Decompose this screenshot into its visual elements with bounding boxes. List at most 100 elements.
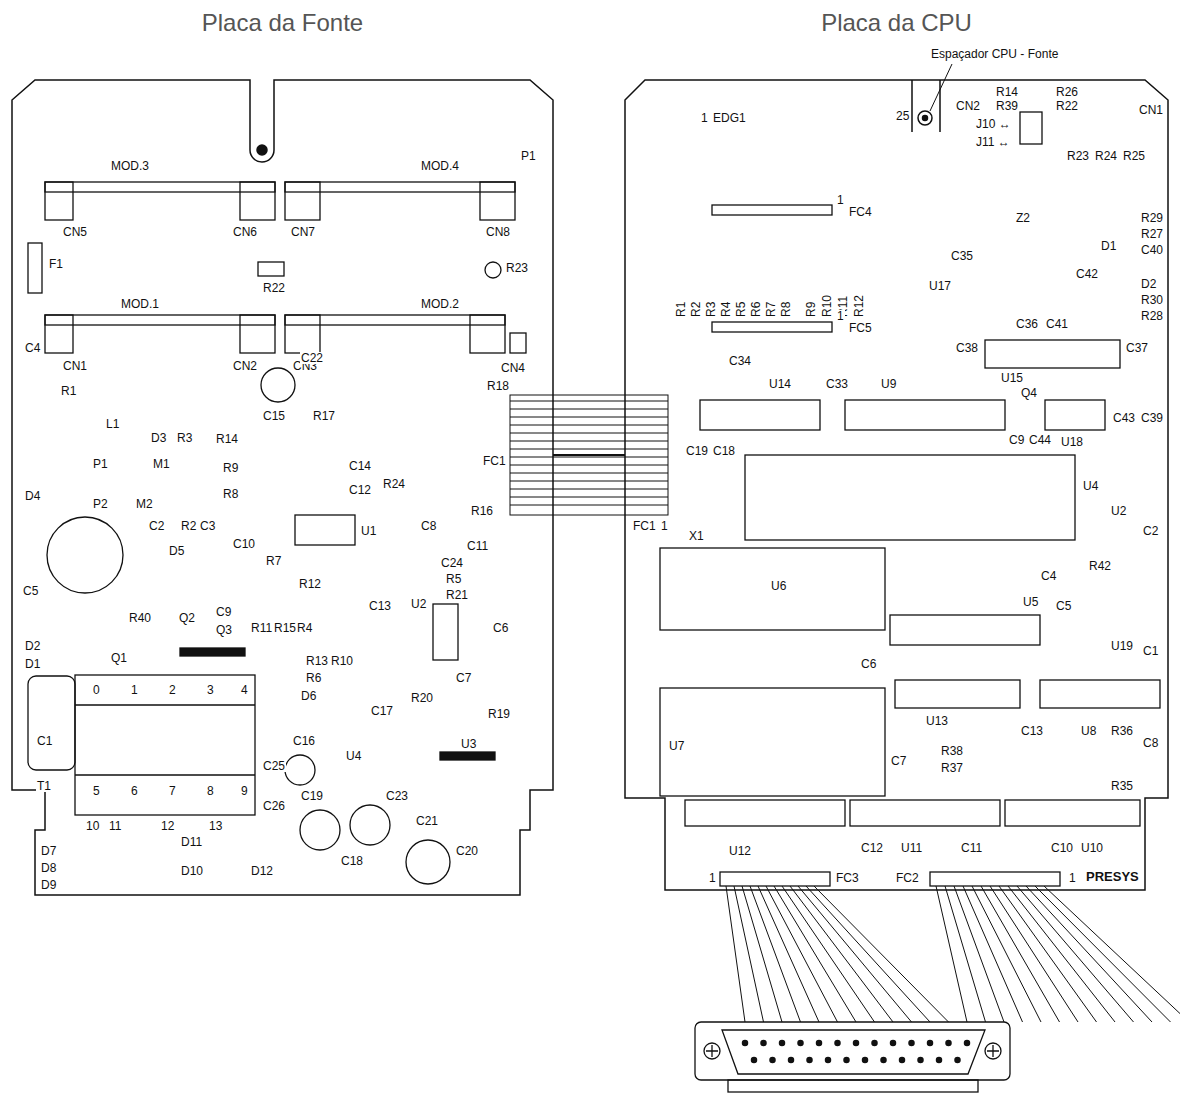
component-label: U11 [900, 842, 923, 854]
component-label: U15 [1000, 372, 1024, 384]
board-outline [12, 80, 1168, 895]
power-components [300, 810, 340, 850]
component-label: R2 [180, 520, 197, 532]
component-label: C3 [199, 520, 216, 532]
component-label: 1 [130, 684, 139, 696]
power-components [75, 705, 255, 775]
component-label: R22 [1055, 100, 1079, 112]
component-label: R9 [222, 462, 239, 474]
db25-connector [964, 1040, 969, 1045]
component-label: C39 [1140, 412, 1164, 424]
component-label: D12 [250, 865, 274, 877]
component-label: C21 [415, 815, 439, 827]
ribbon-cable [510, 457, 668, 458]
component-label: U4 [1082, 480, 1099, 492]
component-label: C19 [685, 445, 709, 457]
component-label: C2 [1142, 525, 1159, 537]
component-label: C43 [1112, 412, 1136, 424]
ribbon-cable [510, 401, 668, 402]
db25-connector [890, 1040, 895, 1045]
component-label: C36 [1015, 318, 1039, 330]
component-label: CN6 [232, 226, 258, 238]
component-label: FC1 [482, 455, 507, 467]
component-label: 3 [206, 684, 215, 696]
component-label: C40 [1140, 244, 1164, 256]
power-components [440, 752, 495, 760]
component-label: C8 [420, 520, 437, 532]
component-label: Q4 [1020, 387, 1038, 399]
power-components [470, 315, 505, 353]
cpu-components [845, 400, 1005, 430]
component-label: C10 [232, 538, 256, 550]
cable-wires [742, 886, 782, 1022]
component-label: 8 [206, 785, 215, 797]
power-components [180, 648, 245, 656]
component-label: R14 [215, 433, 239, 445]
component-label: 1 [708, 872, 717, 884]
db25-connector [844, 1057, 849, 1062]
cpu-components [745, 455, 1075, 540]
db25-connector [825, 1057, 830, 1062]
component-label: R40 [128, 612, 152, 624]
ribbon-connector [553, 454, 625, 456]
power-components [285, 315, 320, 353]
component-label: C33 [825, 378, 849, 390]
component-label: 1 [700, 112, 709, 124]
component-label: R22 [262, 282, 286, 294]
component-label: U13 [925, 715, 949, 727]
component-label: 0 [92, 684, 101, 696]
power-components [240, 315, 275, 353]
power-components [240, 182, 275, 220]
component-label: PRESYS [1085, 870, 1140, 884]
component-label: C8 [1142, 737, 1159, 749]
component-label: J10 ↔ [975, 118, 1012, 130]
component-label: U3 [460, 738, 477, 750]
component-label: D1 [24, 658, 41, 670]
power-components [285, 315, 505, 325]
power-components [45, 315, 73, 353]
component-label: CN8 [485, 226, 511, 238]
db25-connector [918, 1057, 923, 1062]
component-label: R9 [805, 301, 817, 318]
component-label: C15 [262, 410, 286, 422]
ribbon-cable [510, 497, 668, 498]
component-label: R7 [265, 555, 282, 567]
component-label: U14 [768, 378, 792, 390]
cpu-components [700, 400, 820, 430]
component-label: R30 [1140, 294, 1164, 306]
cpu-components [895, 680, 1020, 708]
component-label: R12 [853, 294, 865, 318]
component-label: C1 [1142, 645, 1159, 657]
power-components [47, 517, 123, 593]
component-label: D10 [180, 865, 204, 877]
component-label: U9 [880, 378, 897, 390]
component-label: C13 [1020, 725, 1044, 737]
component-label: R10 [330, 655, 354, 667]
component-label: 12 [160, 820, 175, 832]
component-label: C35 [950, 250, 974, 262]
component-label: X1 [688, 530, 705, 542]
db25-connector [835, 1040, 840, 1045]
cable-wires [999, 886, 1097, 1022]
component-label: CN7 [290, 226, 316, 238]
component-label: U1 [360, 525, 377, 537]
db25-connector [816, 1040, 821, 1045]
component-label: C23 [385, 790, 409, 802]
component-label: C12 [860, 842, 884, 854]
component-label: Q3 [215, 624, 233, 636]
component-label: R15 [273, 622, 297, 634]
component-label: R24 [1094, 150, 1118, 162]
component-label: C25 [262, 760, 286, 772]
component-label: R39 [995, 100, 1019, 112]
cpu-components [660, 112, 1160, 886]
component-label: C6 [860, 658, 877, 670]
component-label: R12 [298, 578, 322, 590]
component-label: C11 [466, 540, 489, 552]
component-label: U19 [1110, 640, 1134, 652]
component-label: P1 [92, 458, 109, 470]
component-label: R4 [720, 301, 732, 318]
component-label: J11 ↔ [975, 136, 1011, 148]
cable-wires [1026, 886, 1152, 1022]
